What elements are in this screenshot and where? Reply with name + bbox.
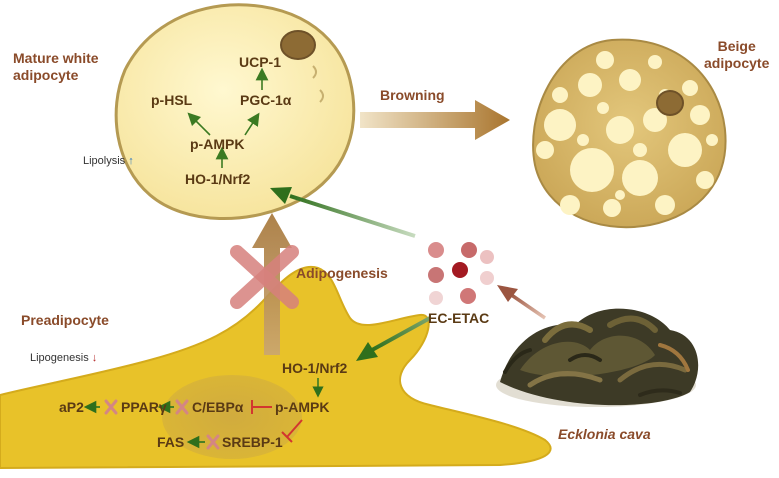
lipogenesis-down-arrow-icon: ↓ — [91, 352, 98, 364]
phsl-label: p-HSL — [151, 92, 193, 108]
beige-adipocyte-cell — [532, 38, 727, 229]
pampk-bottom-label: p-AMPK — [275, 399, 330, 415]
seaweed-to-ecetac-arrow — [509, 292, 546, 320]
fas-label: FAS — [157, 434, 185, 450]
white-adipocyte-nucleus — [280, 30, 316, 60]
ho1-bottom-label: HO-1/Nrf2 — [282, 360, 348, 376]
mature-white-adipocyte-label: Mature white adipocyte — [13, 50, 99, 83]
ecetac-to-white-arrow — [289, 194, 416, 238]
adipogenesis-block-x — [230, 245, 299, 309]
lipogenesis-label: Lipogenesis ↓ — [30, 352, 98, 364]
ecklonia-cava-label: Ecklonia cava — [558, 426, 651, 442]
ap2-label: aP2 — [59, 399, 84, 415]
srebp-label: SREBP-1 — [222, 434, 283, 450]
ppar-label: PPARγ — [121, 399, 167, 415]
ecetac-particles — [428, 242, 494, 305]
ecklonia-cava-image — [496, 308, 699, 407]
lower-pathway-blocks — [104, 399, 220, 450]
pampk-top-label: p-AMPK — [190, 136, 245, 152]
ecetac-label: EC-ETAC — [428, 310, 490, 326]
pgc1a-label: PGC-1α — [240, 92, 292, 108]
cebp-label: C/EBPα — [192, 399, 244, 415]
ucp1-label: UCP-1 — [239, 54, 282, 70]
upper-pathway-arrows — [187, 67, 269, 168]
adipogenesis-label: Adipogenesis — [296, 265, 388, 281]
beige-adipocyte-label: Beige adipocyte — [704, 38, 770, 71]
ecetac-to-pre-arrow — [371, 316, 431, 352]
lipolysis-label: Lipolysis ↑ — [83, 155, 134, 167]
browning-arrow — [360, 100, 510, 140]
browning-label: Browning — [380, 87, 445, 103]
beige-adipocyte-nucleus — [656, 90, 684, 116]
ho1-top-label: HO-1/Nrf2 — [185, 171, 251, 187]
preadipocyte-label: Preadipocyte — [21, 312, 109, 328]
preadipocyte-cell — [0, 265, 552, 470]
lipolysis-up-arrow-icon: ↑ — [128, 155, 134, 167]
lower-pathway-arrows — [83, 378, 324, 449]
